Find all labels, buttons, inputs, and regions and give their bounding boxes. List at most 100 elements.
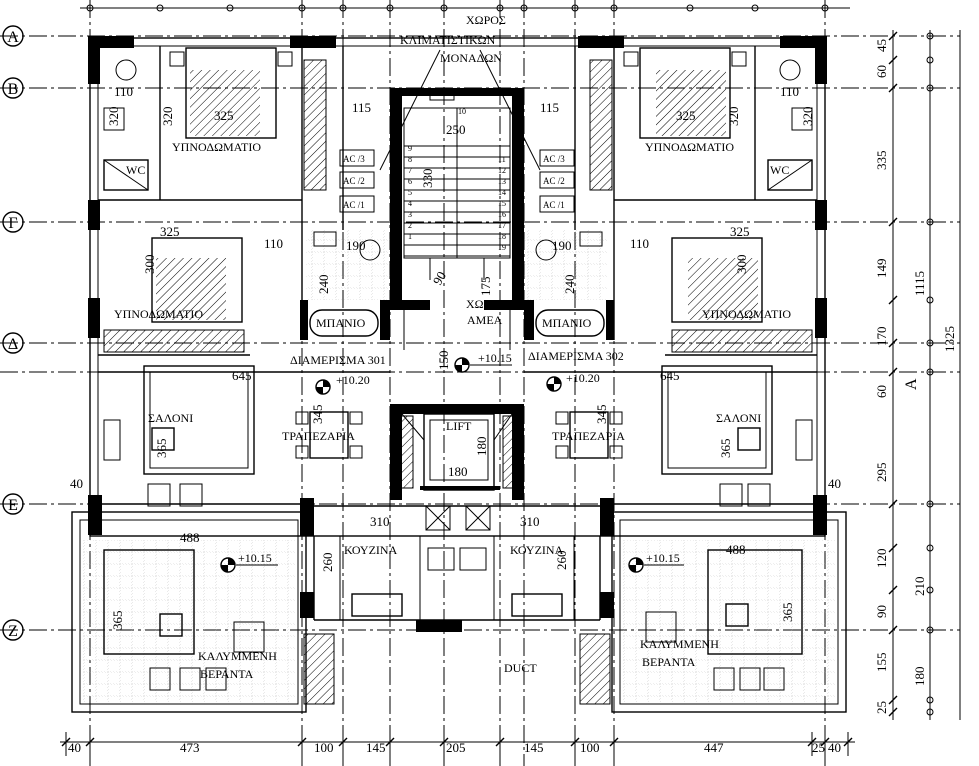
dim-node [926,500,934,508]
veranda-left [71,511,307,713]
svg-text:365: 365 [718,439,733,459]
dim-node [926,626,934,634]
svg-text:+10.20: +10.20 [566,371,600,385]
apartment-label-right: ΔΙΑΜΕΡΙΣΜΑ 302 [528,349,624,363]
svg-text:320: 320 [106,107,121,127]
dining-left-furniture [295,411,363,459]
svg-text:488: 488 [726,542,746,557]
dim-node [926,696,934,704]
dim-node [926,84,934,92]
bath-right [524,230,614,340]
room-label-wc-right: WC [770,163,789,177]
level-marker-living-left: +10.20 [315,373,370,395]
room-label-lift: LIFT [446,419,472,433]
svg-text:320: 320 [160,107,175,127]
svg-text:645: 645 [232,368,252,383]
shafts [425,505,491,531]
svg-text:180: 180 [448,464,468,479]
svg-text:40: 40 [70,476,83,491]
interior-dimensions: 110 320 325 320 115 250 330 115 325 320 … [70,84,841,630]
dim-node [926,56,934,64]
svg-text:190: 190 [346,238,366,253]
veranda-left-furniture [103,549,265,691]
svg-text:310: 310 [370,514,390,529]
svg-text:330: 330 [420,169,435,189]
svg-text:AC /1: AC /1 [343,200,365,210]
svg-text:155: 155 [874,653,889,673]
room-label-bath-left: ΜΠΑΝΙΟ [316,316,366,330]
svg-text:180: 180 [912,667,927,687]
dim-tick [888,295,898,305]
svg-text:B: B [8,81,19,98]
ac-units-left: AC /3 AC /2 AC /1 [339,149,375,213]
svg-text:11: 11 [498,155,506,164]
room-label-duct: DUCT [504,661,537,675]
svg-text:260: 260 [320,553,335,573]
leader-lines [379,49,541,171]
building-walls [88,36,827,632]
dim-tick [888,367,898,377]
dim-tick [888,625,898,635]
svg-text:205: 205 [446,740,466,755]
svg-text:240: 240 [562,275,577,295]
svg-text:+10.20: +10.20 [336,373,370,387]
wc-right [767,59,813,191]
svg-text:115: 115 [540,100,559,115]
dim-tick [888,707,898,717]
dim-node [926,586,934,594]
svg-text:210: 210 [912,577,927,597]
kitchen-left [339,535,455,621]
svg-text:110: 110 [264,236,283,251]
svg-text:100: 100 [314,740,334,755]
grid-tick [226,4,234,12]
room-label-kitchen-right: ΚΟΥΖΙΝΑ [510,543,564,557]
level-marker-veranda-right: +10.15 [628,551,684,573]
svg-text:Z: Z [8,623,18,640]
grid-tick [520,4,528,12]
top-ticks [80,4,850,12]
bath-left [300,230,390,340]
svg-text:300: 300 [734,255,749,275]
room-label-bedroom-right-mid: ΥΠΝΟΔΩΜΑΤΙΟ [702,307,791,321]
svg-text:A: A [7,29,19,46]
svg-text:365: 365 [110,611,125,631]
svg-text:+10.15: +10.15 [646,551,680,565]
dim-tick [888,338,898,348]
room-label-amea-line1: ΧΩΡΟΣ [466,297,506,311]
stair-numbers: 10 9 8 7 6 5 4 3 2 1 11 12 13 14 15 16 1… [408,107,506,252]
bed-right-mid [671,237,763,323]
svg-text:60: 60 [874,385,889,398]
axis-bubble-e: E [2,493,24,515]
svg-text:120: 120 [874,549,889,569]
svg-text:115: 115 [352,100,371,115]
svg-text:25: 25 [874,701,889,714]
svg-text:18: 18 [498,232,506,241]
svg-text:19: 19 [498,243,506,252]
level-marker-veranda-left: +10.15 [220,551,278,573]
grid-tick [496,4,504,12]
svg-text:320: 320 [726,107,741,127]
bed-left-top [169,47,293,139]
room-label-veranda-right-2: ΒΕΡΑΝΤΑ [642,655,696,669]
level-marker-living-right: +10.20 [546,371,600,392]
living-left-furniture [103,365,255,507]
dim-tick [888,543,898,553]
svg-text:25: 25 [812,740,825,755]
room-label-bedroom-left-top: ΥΠΝΟΔΩΜΑΤΙΟ [172,140,261,154]
svg-text:45: 45 [874,39,889,52]
dim-tick [888,695,898,705]
svg-text:310: 310 [520,514,540,529]
right-dimensions: 45 60 335 149 170 60 295 120 90 155 25 1… [874,30,961,720]
room-label-veranda-left-2: ΒΕΡΑΝΤΑ [200,667,254,681]
svg-text:325: 325 [160,224,180,239]
svg-text:447: 447 [704,740,724,755]
svg-text:325: 325 [676,108,696,123]
svg-text:325: 325 [730,224,750,239]
svg-text:149: 149 [874,259,889,279]
kitchen-right [459,535,575,621]
svg-text:345: 345 [310,405,325,425]
svg-text:+10.15: +10.15 [478,351,512,365]
svg-text:365: 365 [154,439,169,459]
svg-text:190: 190 [552,238,572,253]
